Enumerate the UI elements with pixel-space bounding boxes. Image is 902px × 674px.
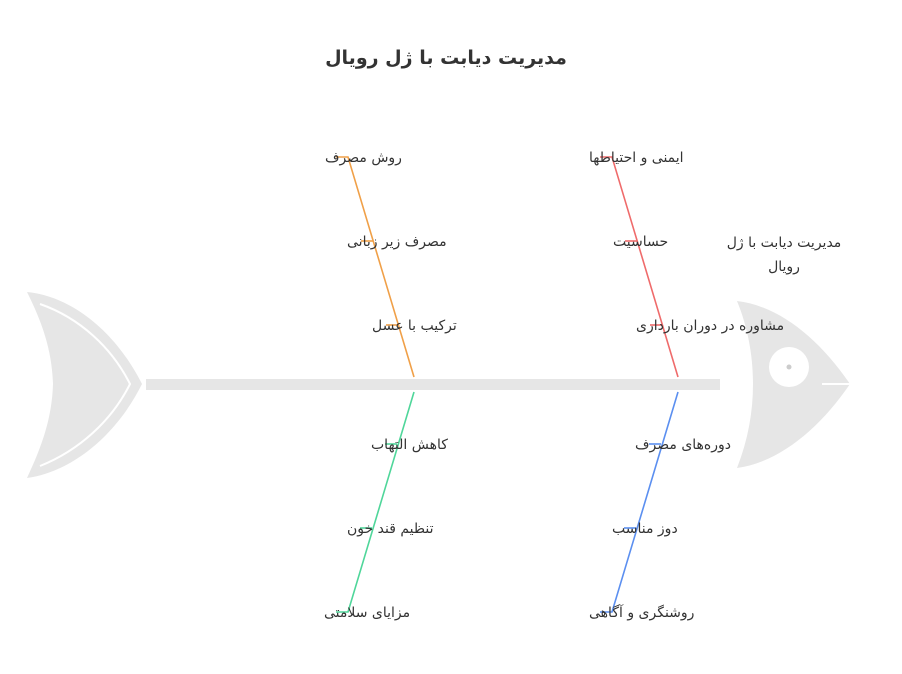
branch-bottom-right-item-3: روشنگری و آگاهی (589, 604, 694, 621)
branch-bottom-left-item-3: مزایای سلامتی (324, 605, 410, 621)
branch-top-left: روش مصرف مصرف زیر زبانی ترکیب با عسل (325, 150, 457, 378)
head-label-line2: رویال (768, 259, 800, 275)
head-label-line1: مدیریت دیابت با ژل (727, 235, 842, 251)
branch-bottom-right: دوره‌های مصرف دوز مناسب روشنگری و آگاهی (589, 391, 731, 621)
branch-top-left-item-2: مصرف زیر زبانی (347, 234, 447, 250)
branch-top-right: ایمنی و احتیاطها حساسیت مشاوره در دوران … (589, 150, 784, 378)
fish-gill-line (732, 317, 749, 451)
branch-top-right-item-2: حساسیت (613, 234, 668, 250)
fish-spine (146, 379, 720, 390)
branch-top-right-item-1: ایمنی و احتیاطها (589, 150, 684, 166)
branch-bottom-left: کاهش التهاب تنظیم قند خون مزایای سلامتی (324, 391, 448, 621)
branch-top-left-bone (336, 156, 415, 378)
branch-top-right-bone (600, 156, 679, 378)
branch-top-left-item-1: روش مصرف (325, 150, 402, 166)
branch-top-right-item-3: مشاوره در دوران بارداری (636, 318, 784, 334)
branch-bottom-left-bone (336, 391, 415, 613)
diagram-title: مدیریت دیابت با ژل رویال (325, 47, 567, 69)
branch-bottom-right-bone (600, 391, 679, 613)
branch-bottom-left-item-2: تنظیم قند خون (347, 521, 434, 537)
branch-top-left-item-3: ترکیب با عسل (372, 318, 457, 334)
fish-tail (27, 292, 142, 478)
branch-bottom-right-item-2: دوز مناسب (612, 521, 678, 537)
branch-bottom-right-item-1: دوره‌های مصرف (635, 437, 731, 453)
fish-tail-inner-line (39, 303, 132, 467)
branch-bottom-left-item-1: کاهش التهاب (371, 437, 448, 453)
fish-eye-pupil (786, 364, 792, 370)
